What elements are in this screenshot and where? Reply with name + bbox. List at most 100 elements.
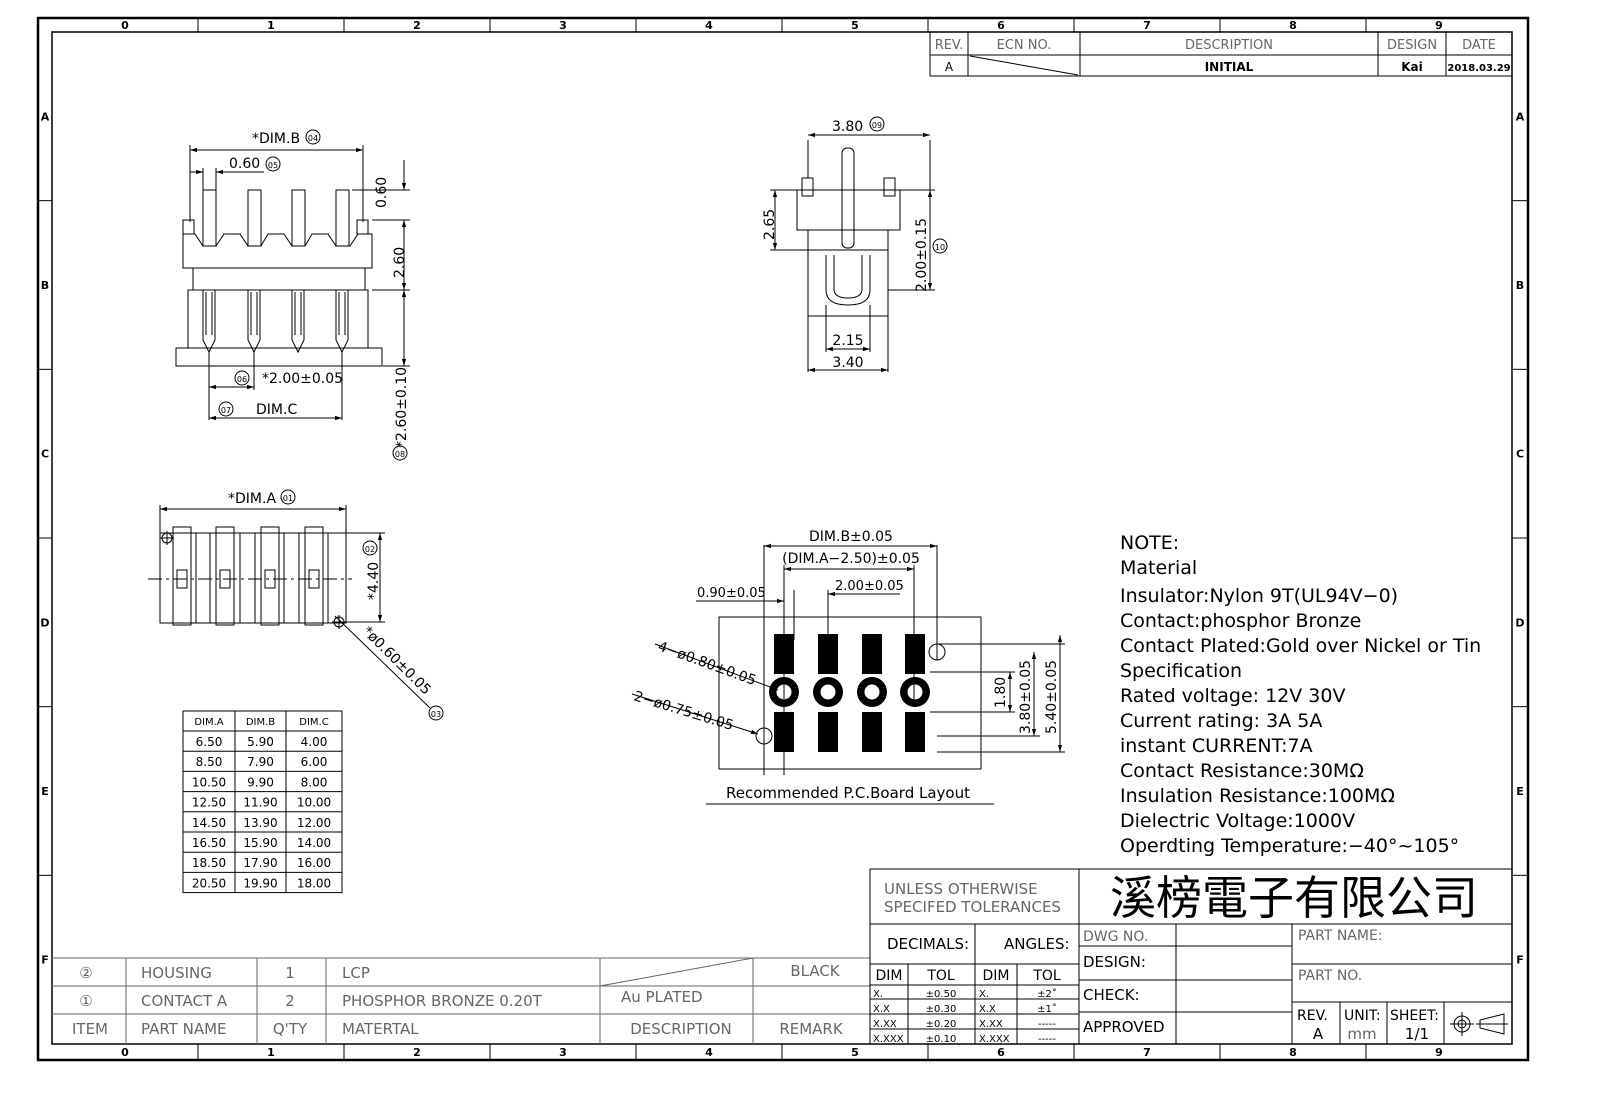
zone-col-top: 5 xyxy=(851,19,859,32)
dim-table-cell: 4.00 xyxy=(301,735,328,749)
bom-header-part: PART NAME xyxy=(141,1020,227,1038)
zone-col-top: 6 xyxy=(997,19,1005,32)
note-line: Contact:phosphor Bronze xyxy=(1120,610,1361,632)
tol-header-ang: TOL xyxy=(1032,968,1061,984)
bom-header-material: MATERTAL xyxy=(342,1020,419,1038)
side-dim-c-ref: 07 xyxy=(221,406,231,415)
zone-col-bottom: 0 xyxy=(121,1046,129,1059)
zone-row-right: F xyxy=(1516,954,1524,967)
side-view: *DIM.B 04 0.60 05 0.60 2.60 *2.60±0.10 0… xyxy=(175,129,410,461)
ang-dim: X. xyxy=(979,989,989,1000)
dec-tol: ±0.30 xyxy=(926,1004,957,1015)
rev-header: REV. xyxy=(935,38,964,53)
zone-col-bottom: 3 xyxy=(559,1046,567,1059)
top-depth-ref: 02 xyxy=(365,545,375,554)
rev-label: REV. xyxy=(1297,1008,1328,1024)
pcb-outer: 5.40±0.05 xyxy=(1044,660,1060,734)
pcb-pad xyxy=(905,634,925,674)
unit-label: UNIT: xyxy=(1344,1008,1381,1024)
zone-col-bottom: 4 xyxy=(705,1046,713,1059)
bom-row2-desc: Au PLATED xyxy=(621,988,703,1006)
part-name-label: PART NAME: xyxy=(1298,928,1383,944)
pcb-holes4: 4−ø0.80±0.05 xyxy=(656,639,759,689)
dim-table-cell: 13.90 xyxy=(243,816,277,830)
bom-row1-part: HOUSING xyxy=(141,964,212,982)
bom-row2-part: CONTACT A xyxy=(141,992,228,1010)
dim-table-header: DIM.C xyxy=(299,717,328,728)
dim-table-cell: 11.90 xyxy=(243,796,277,810)
pcb-pad xyxy=(818,712,838,752)
bom-row2-item: ① xyxy=(79,992,92,1010)
approved-label: APPROVED xyxy=(1083,1018,1165,1036)
note-line: Specification xyxy=(1120,660,1242,682)
note-line: Contact Resistance:30MΩ xyxy=(1120,760,1364,782)
ang-tol: ----- xyxy=(1038,1019,1056,1030)
zone-col-bottom: 7 xyxy=(1143,1046,1151,1059)
zone-row-right: E xyxy=(1516,785,1524,798)
note-line: Operdting Temperature:−40°~105° xyxy=(1120,835,1459,857)
pcb-dim-a: (DIM.A−2.50)±0.05 xyxy=(782,551,920,567)
top-hole-ref: 03 xyxy=(431,710,441,719)
dim-table-cell: 14.50 xyxy=(192,816,226,830)
top-dim-a: *DIM.A xyxy=(228,491,276,507)
zone-col-top: 1 xyxy=(267,19,275,32)
bom-row1-qty: 1 xyxy=(285,964,295,982)
side-tail: *2.60±0.10 xyxy=(394,367,410,448)
description-value: INITIAL xyxy=(1205,60,1254,74)
ang-dim: X.XX xyxy=(979,1019,1003,1030)
sheet-label: SHEET: xyxy=(1390,1008,1439,1024)
note-line: Insulator:Nylon 9T(UL94V−0) xyxy=(1120,585,1398,607)
top-depth: *4.40 xyxy=(366,562,382,600)
top-hole: *ø0.60±0.05 xyxy=(359,624,434,699)
dim-table-cell: 7.90 xyxy=(247,755,274,769)
dwg-no-label: DWG NO. xyxy=(1083,929,1148,945)
dim-table-header: DIM.A xyxy=(194,717,223,728)
pcb-holes2: 2−ø0.75±0.05 xyxy=(632,689,735,734)
dim-table-cell: 6.50 xyxy=(196,735,223,749)
dec-dim: X.XX xyxy=(873,1019,897,1030)
end-pin-len-ref: 10 xyxy=(935,243,945,252)
bom-row1-item: ② xyxy=(79,964,92,982)
end-width-ref: 09 xyxy=(872,121,882,130)
bom-header-item: ITEM xyxy=(72,1020,108,1038)
date-header: DATE xyxy=(1462,38,1496,53)
end-height: 2.65 xyxy=(762,209,778,240)
rev-value-tb: A xyxy=(1313,1025,1324,1043)
date-value: 2018.03.29 xyxy=(1447,63,1510,74)
decimals-label: DECIMALS: xyxy=(887,935,969,953)
zone-col-top: 2 xyxy=(413,19,421,32)
projection-symbol-icon xyxy=(1450,1012,1508,1036)
side-pin-pitch: *2.00±0.05 xyxy=(262,371,343,387)
side-pin-pitch-ref: 06 xyxy=(237,375,247,384)
pcb-offset: 0.90±0.05 xyxy=(697,586,766,601)
zone-col-bottom: 2 xyxy=(413,1046,421,1059)
note-line: Dielectric Voltage:1000V xyxy=(1120,810,1355,832)
zone-row-left: A xyxy=(41,110,50,123)
zone-col-bottom: 5 xyxy=(851,1046,859,1059)
zone-row-right: C xyxy=(1516,448,1524,461)
bom-row1-material: LCP xyxy=(342,964,370,982)
unit-value: mm xyxy=(1347,1025,1376,1043)
bom-table: ② HOUSING 1 LCP BLACK ① CONTACT A 2 PHOS… xyxy=(52,957,870,1044)
dim-header-ang: DIM xyxy=(983,968,1010,984)
tol-title-1: UNLESS OTHERWISE xyxy=(884,880,1038,898)
dim-table-cell: 12.00 xyxy=(297,816,331,830)
dec-tol: ±0.10 xyxy=(926,1034,957,1045)
dim-table-cell: 10.50 xyxy=(192,775,226,789)
top-dim-a-ref: 01 xyxy=(283,494,293,503)
ang-dim: X.X xyxy=(979,1004,996,1015)
zone-row-left: F xyxy=(41,954,49,967)
pcb-pad xyxy=(905,712,925,752)
zone-row-right: A xyxy=(1516,110,1525,123)
tol-title-2: SPECIFED TOLERANCES xyxy=(884,898,1061,916)
pcb-hole xyxy=(863,683,881,701)
dim-table-cell: 19.90 xyxy=(243,876,277,890)
dec-dim: X.XXX xyxy=(873,1034,904,1045)
dim-table-cell: 8.50 xyxy=(196,755,223,769)
dim-table-cell: 9.90 xyxy=(247,775,274,789)
ecn-header: ECN NO. xyxy=(997,38,1052,53)
zone-col-top: 7 xyxy=(1143,19,1151,32)
